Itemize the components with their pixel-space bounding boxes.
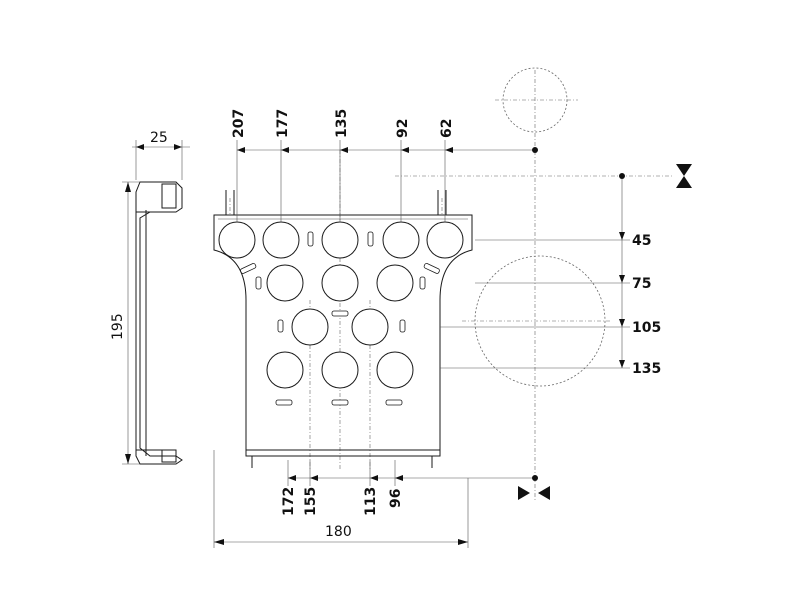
dim-top-177: 177: [275, 109, 291, 138]
side-dimensions: [122, 140, 190, 465]
side-profile: [135, 181, 183, 465]
dim-bottom-172: 172: [281, 487, 297, 516]
dim-top-207: 207: [231, 109, 247, 138]
reference-circle-top: [502, 67, 568, 133]
plate-holes: [218, 221, 464, 389]
dim-overall-width: 180: [325, 524, 352, 540]
dim-top-62: 62: [439, 119, 455, 138]
dim-right-75: 75: [632, 276, 651, 292]
level-marker-right: [676, 164, 692, 188]
reference-circle-large: [474, 255, 606, 387]
dim-right-105: 105: [632, 320, 661, 336]
dim-right-135: 135: [632, 361, 661, 377]
top-dimensions: [236, 140, 538, 222]
dim-bottom-96: 96: [388, 489, 404, 508]
dim-bottom-113: 113: [363, 487, 379, 516]
overall-width-dimension: [213, 450, 468, 548]
dim-side-height: 195: [110, 313, 126, 340]
bottom-dimensions: [287, 460, 538, 548]
dim-top-92: 92: [395, 119, 411, 138]
dim-top-135: 135: [334, 109, 350, 138]
dim-side-width: 25: [150, 130, 168, 146]
dim-right-45: 45: [632, 233, 651, 249]
mounting-plate: [213, 190, 473, 468]
right-dimensions: [440, 173, 630, 369]
plate-slots: [240, 231, 440, 406]
dim-bottom-155: 155: [303, 487, 319, 516]
level-marker-bottom: [518, 486, 550, 500]
